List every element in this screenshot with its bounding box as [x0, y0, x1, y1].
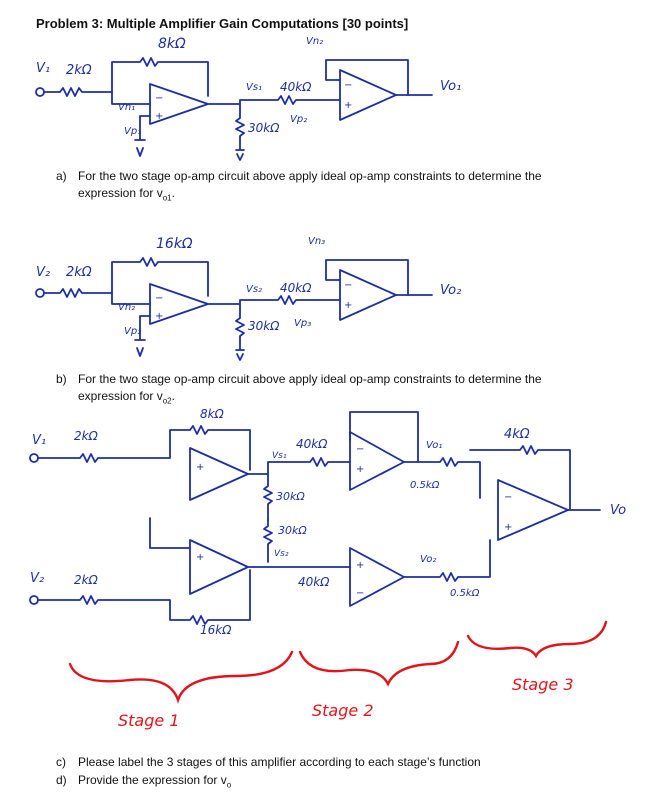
c3-vo1-label: Vo₁: [426, 440, 442, 451]
c1-rseries-label: 40kΩ: [280, 80, 312, 94]
question-a: a) For the two stage op-amp circuit above…: [56, 168, 542, 206]
question-b-line2: expression for v: [78, 389, 163, 403]
svg-text:−: −: [356, 444, 364, 455]
c3-r2-label: 2kΩ: [74, 573, 99, 587]
c1-vp2-label: Vp₂: [290, 114, 307, 125]
stage-1-label: Stage 1: [118, 711, 180, 730]
problem-title: Problem 3: Multiple Amplifier Gain Compu…: [36, 16, 409, 31]
question-b-line1: For the two stage op-amp circuit above a…: [78, 372, 542, 386]
svg-text:+: +: [344, 300, 352, 311]
circuit-1: V₁ 2kΩ 8kΩ Vn₁ − + Vp₁ Vs₁ 40kΩ 30kΩ Vp₂…: [35, 36, 461, 161]
question-a-sub: o1: [162, 193, 172, 203]
c2-vp3-label: Vp₃: [294, 318, 311, 329]
svg-text:−: −: [344, 80, 352, 91]
c3-vo2-label: Vo₂: [420, 554, 436, 565]
svg-text:+: +: [196, 462, 204, 473]
question-d: d) Provide the expression for vo: [56, 772, 231, 793]
question-d-sub: o: [226, 780, 232, 790]
c2-vn-label: Vn₂: [118, 302, 135, 313]
c3-r05a-label: 0.5kΩ: [410, 480, 440, 491]
question-a-line1: For the two stage op-amp circuit above a…: [78, 169, 542, 183]
c2-vp-label: Vp₂: [124, 326, 141, 337]
question-a-line2: expression for v: [78, 186, 163, 200]
c1-vout-label: Vo₁: [440, 79, 461, 94]
c2-rshunt-label: 30kΩ: [248, 319, 280, 333]
svg-text:−: −: [155, 93, 163, 104]
svg-text:+: +: [356, 464, 364, 475]
c2-rseries-label: 40kΩ: [280, 281, 312, 295]
svg-text:−: −: [356, 588, 364, 599]
c3-vs1-label: Vs₁: [272, 451, 287, 461]
question-b: b) For the two stage op-amp circuit above…: [56, 371, 542, 409]
c3-vs2-label: Vs₂: [274, 549, 289, 559]
question-d-line1: Provide the expression for v: [78, 773, 227, 787]
c1-vn-label: Vn₁: [118, 102, 135, 113]
c3-v1-label: V₁: [32, 433, 46, 448]
c1-vp-label: Vp₁: [124, 126, 141, 137]
question-b-end: .: [171, 389, 175, 403]
c3-r30b-label: 30kΩ: [278, 524, 307, 537]
svg-text:−: −: [344, 280, 352, 291]
stage-3-label: Stage 3: [512, 675, 574, 694]
c3-r4k-label: 4kΩ: [504, 427, 530, 442]
circuit-2: V₂ 2kΩ 16kΩ Vn₂ − + Vp₂ Vs₂ 40kΩ 30kΩ Vp…: [35, 236, 461, 361]
c3-r1-label: 2kΩ: [74, 429, 99, 443]
svg-text:+: +: [344, 100, 352, 111]
question-c-label: c): [56, 755, 66, 769]
svg-text:−: −: [155, 293, 163, 304]
question-d-label: d): [56, 773, 67, 787]
c2-vs-label: Vs₂: [246, 284, 262, 295]
c3-v2-label: V₂: [30, 571, 44, 586]
svg-text:−: −: [504, 492, 512, 503]
c3-r05b-label: 0.5kΩ: [450, 588, 480, 599]
question-b-label: b): [56, 372, 67, 386]
question-c-line1: Please label the 3 stages of this amplif…: [78, 755, 481, 769]
c1-rshunt-label: 30kΩ: [248, 121, 280, 135]
c2-vin-label: V₂: [36, 265, 50, 280]
question-c: c) Please label the 3 stages of this ampl…: [56, 754, 481, 771]
c3-rf1-label: 8kΩ: [200, 407, 225, 421]
question-a-label: a): [56, 169, 67, 183]
c3-r30a-label: 30kΩ: [276, 490, 305, 503]
c2-vn3-label: Vn₃: [308, 236, 325, 247]
c3-r40a-label: 40kΩ: [296, 437, 328, 451]
c3-vo-label: Vo: [610, 503, 626, 518]
stage-braces: Stage 1 Stage 2 Stage 3: [68, 620, 608, 730]
circuit-3: V₁ 2kΩ 8kΩ + 40kΩ Vs₁ 30kΩ 30kΩ Vs₂ − + …: [29, 407, 626, 637]
c2-rfb-label: 16kΩ: [156, 236, 193, 252]
svg-text:+: +: [155, 311, 163, 322]
c3-rf2-label: 16kΩ: [200, 623, 232, 637]
question-a-end: .: [171, 186, 175, 200]
svg-text:+: +: [155, 111, 163, 122]
stage-2-label: Stage 2: [312, 701, 374, 720]
c2-vout-label: Vo₂: [440, 283, 461, 298]
svg-text:+: +: [356, 560, 364, 571]
c1-vin-label: V₁: [36, 61, 50, 76]
c3-r40b-label: 40kΩ: [298, 575, 330, 589]
question-b-sub: o2: [162, 396, 172, 406]
svg-text:+: +: [504, 522, 512, 533]
svg-text:+: +: [196, 552, 204, 563]
c1-vn2-label: Vn₂: [306, 36, 323, 47]
c1-rfb-label: 8kΩ: [158, 36, 186, 52]
c2-rin-label: 2kΩ: [66, 265, 92, 280]
c1-rin-label: 2kΩ: [66, 63, 92, 78]
c1-vs-label: Vs₁: [246, 82, 262, 93]
